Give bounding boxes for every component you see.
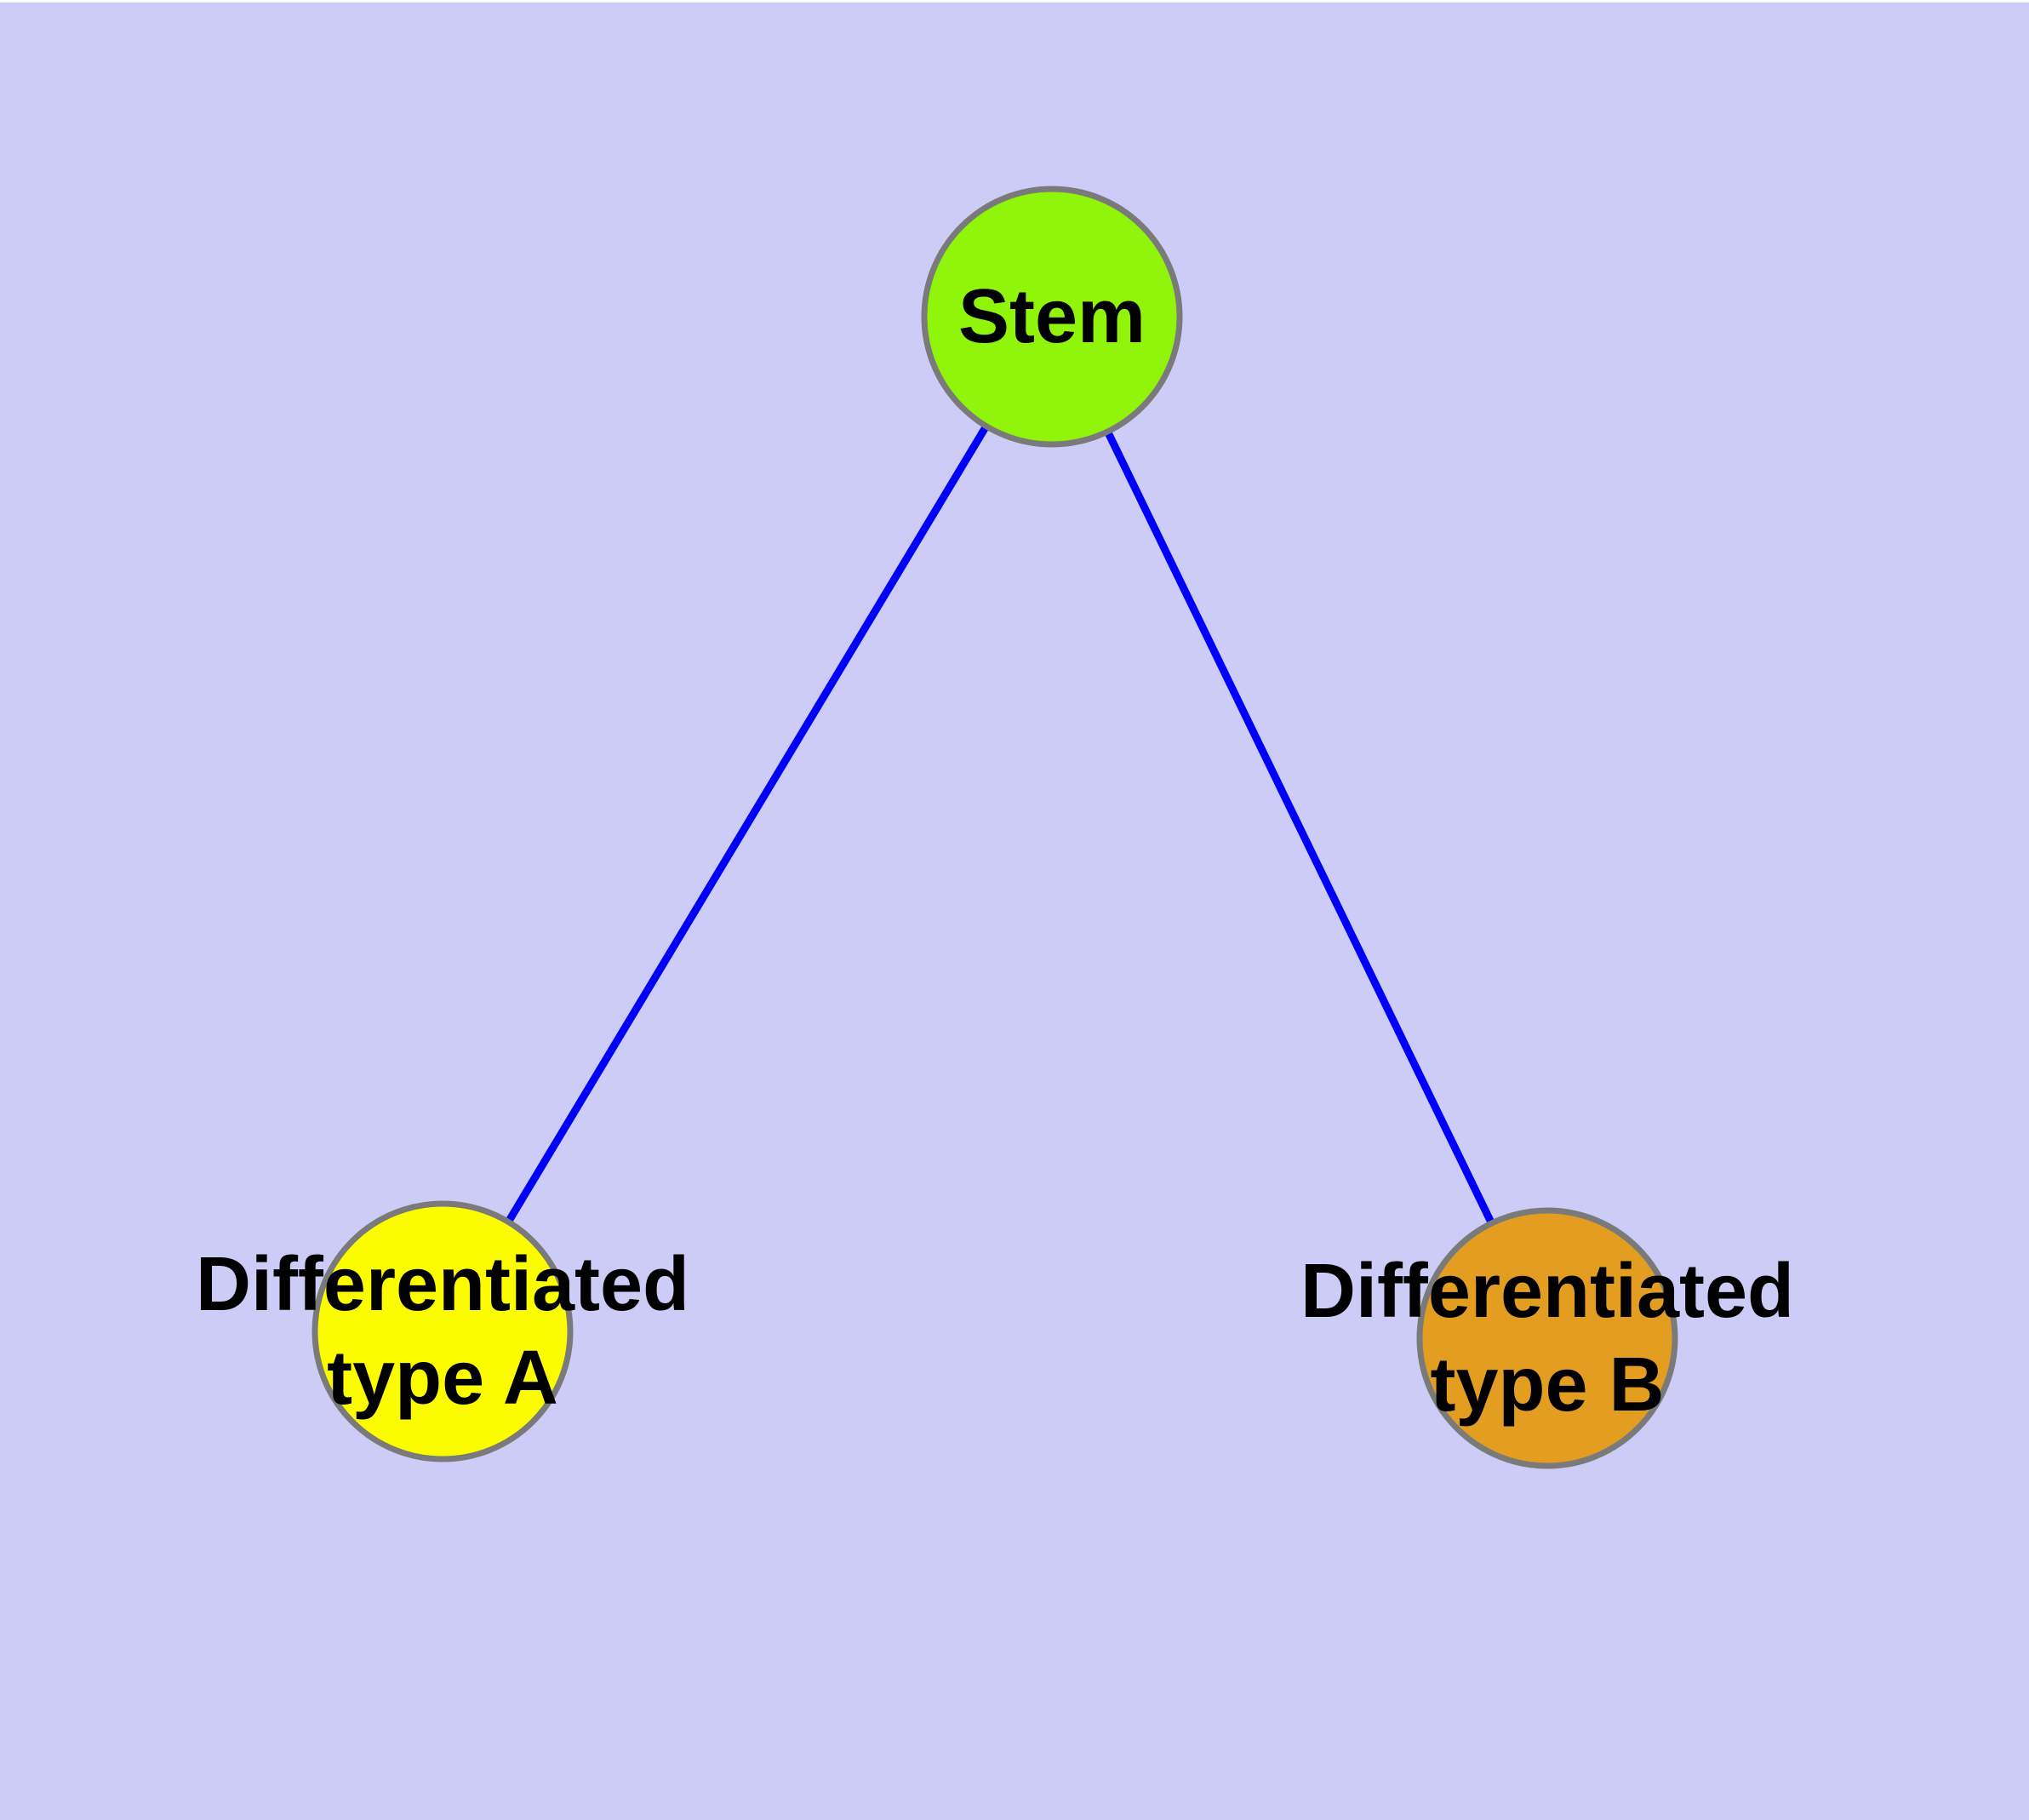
- node-type-a-label-line2: type A: [327, 1336, 558, 1421]
- node-type-b-label-line2: type B: [1430, 1342, 1664, 1428]
- edge-stem-to-type-a: [439, 314, 1055, 1334]
- node-stem-label: Stem: [958, 274, 1146, 359]
- node-stem: [921, 186, 1183, 448]
- edge-stem-to-type-b: [1048, 315, 1552, 1340]
- node-differentiated-type-b: [1416, 1207, 1678, 1469]
- node-type-b-label-line1: Differentiated: [1300, 1249, 1794, 1334]
- node-type-a-label-line1: Differentiated: [196, 1242, 689, 1327]
- node-differentiated-type-a: [311, 1200, 574, 1462]
